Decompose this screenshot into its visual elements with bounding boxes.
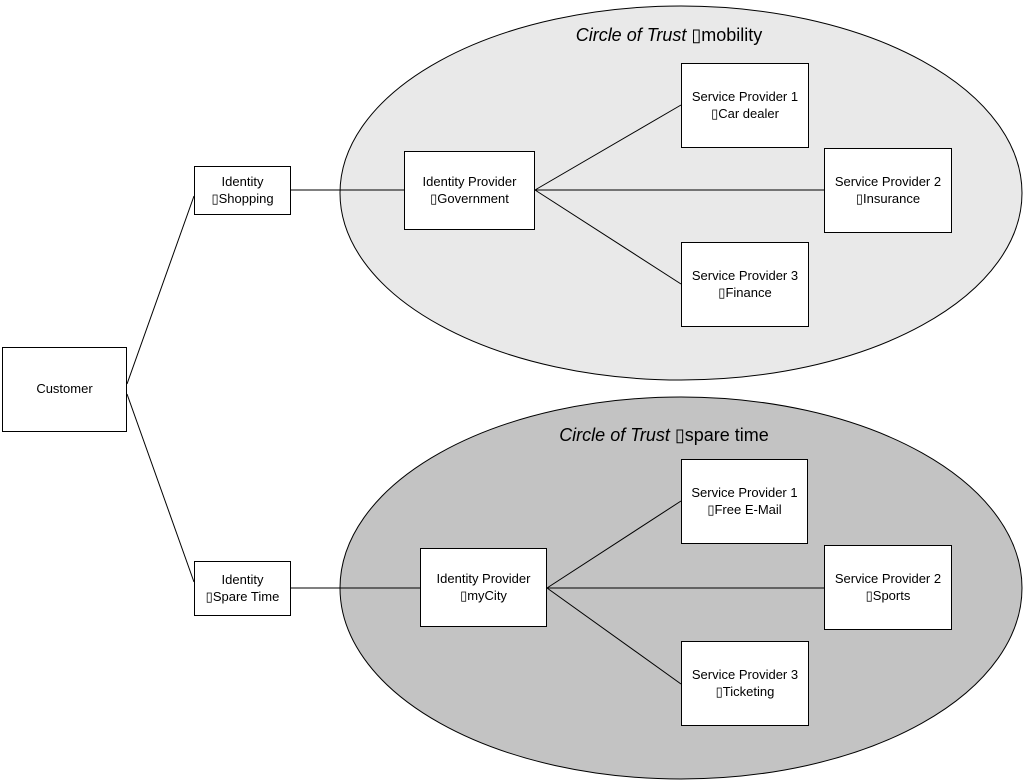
mobility-circle-title: Circle of Trust ▯mobility <box>576 25 763 46</box>
sp1-car-dealer-label-line1: Service Provider 1 <box>691 88 799 104</box>
customer-label: Customer <box>36 381 93 397</box>
idp-mycity-label-line1: Identity Provider <box>436 570 531 586</box>
sp2-insurance-label-line2: ▯Insurance <box>855 190 921 206</box>
sp2-sports-label-line2: ▯Sports <box>865 587 911 603</box>
service-provider-1-car-dealer-node: Service Provider 1 ▯Car dealer <box>681 63 809 148</box>
connector-idp-freemail <box>546 500 682 589</box>
identity-spare-time-label-line1: Identity <box>221 571 264 587</box>
identity-provider-government-node: Identity Provider ▯Government <box>404 151 535 230</box>
sp1-free-email-label-line2: ▯Free E-Mail <box>707 501 782 517</box>
sp2-sports-label-line1: Service Provider 2 <box>834 570 942 586</box>
connector-customer-shopping <box>126 195 195 385</box>
mobility-title-rest: ▯mobility <box>691 25 763 45</box>
idp-government-label-line2: ▯Government <box>430 190 509 206</box>
identity-provider-mycity-node: Identity Provider ▯myCity <box>420 548 547 627</box>
sp3-ticketing-label-line1: Service Provider 3 <box>691 666 799 682</box>
connector-idp-ticketing <box>546 587 682 685</box>
sp2-insurance-label-line1: Service Provider 2 <box>834 173 942 189</box>
identity-shopping-node: Identity ▯Shopping <box>194 166 291 215</box>
connector-customer-sparetime <box>126 393 195 583</box>
sp3-finance-label-line1: Service Provider 3 <box>691 267 799 283</box>
mobility-trust-ellipse <box>339 5 1023 381</box>
identity-spare-time-node: Identity ▯Spare Time <box>194 561 291 616</box>
service-provider-2-insurance-node: Service Provider 2 ▯Insurance <box>824 148 952 233</box>
idp-mycity-label-line2: ▯myCity <box>460 587 507 603</box>
identity-shopping-label-line1: Identity <box>221 173 264 189</box>
service-provider-3-ticketing-node: Service Provider 3 ▯Ticketing <box>681 641 809 726</box>
connector-idp-cardealer <box>534 104 682 191</box>
service-provider-2-sports-node: Service Provider 2 ▯Sports <box>824 545 952 630</box>
connector-idp-finance <box>534 189 682 285</box>
service-provider-1-free-email-node: Service Provider 1 ▯Free E-Mail <box>681 459 808 544</box>
spare-time-title-rest: ▯spare time <box>674 425 769 445</box>
spare-time-circle-title: Circle of Trust ▯spare time <box>559 425 769 446</box>
sp3-finance-label-line2: ▯Finance <box>718 284 772 300</box>
identity-shopping-label-line2: ▯Shopping <box>211 190 274 206</box>
sp1-car-dealer-label-line2: ▯Car dealer <box>711 105 779 121</box>
idp-government-label-line1: Identity Provider <box>422 173 517 189</box>
identity-spare-time-label-line2: ▯Spare Time <box>205 588 280 604</box>
sp3-ticketing-label-line2: ▯Ticketing <box>715 683 775 699</box>
customer-node: Customer <box>2 347 127 432</box>
mobility-title-italic: Circle of Trust <box>575 25 692 45</box>
service-provider-3-finance-node: Service Provider 3 ▯Finance <box>681 242 809 327</box>
sp1-free-email-label-line1: Service Provider 1 <box>691 484 798 500</box>
spare-time-title-italic: Circle of Trust <box>559 425 675 445</box>
